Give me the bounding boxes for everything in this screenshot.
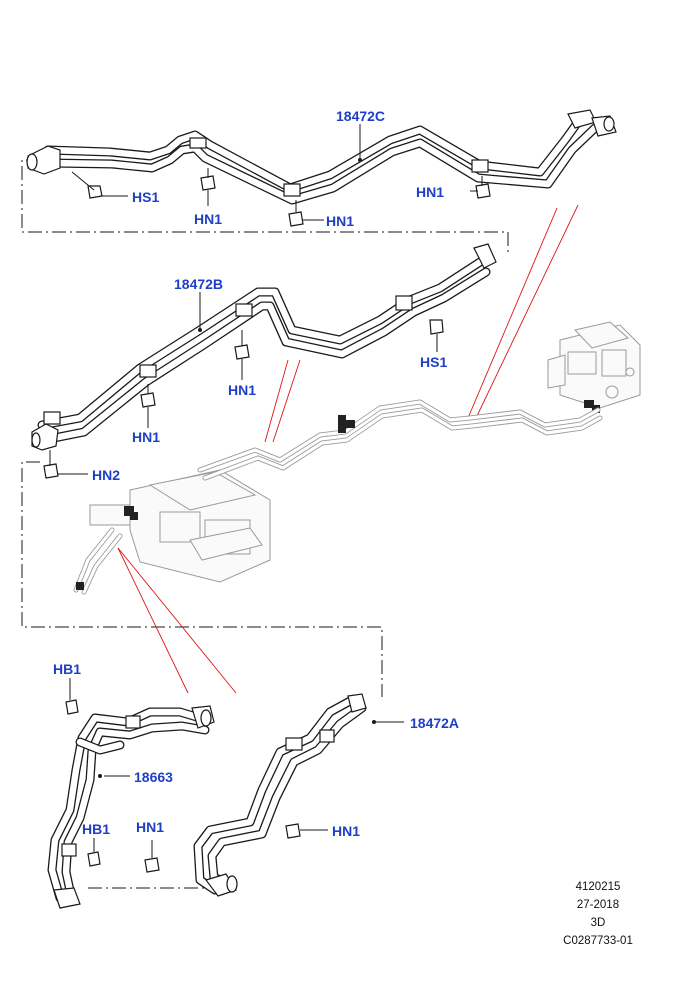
nut-hn1-g[interactable] [144, 857, 160, 873]
callout-hn1-e[interactable]: HN1 [228, 382, 256, 398]
locator-lines [117, 204, 579, 694]
callout-hn1-b[interactable]: HN1 [326, 213, 354, 229]
nut-hn1-b[interactable] [288, 211, 304, 227]
hose-clamp-hs1-mid[interactable] [429, 319, 444, 335]
reference-line-1: 4120215 [576, 881, 621, 893]
vehicle-context-ghost [73, 321, 641, 595]
callout-hn1-f[interactable]: HN1 [132, 429, 160, 445]
callout-18663[interactable]: 18663 [134, 769, 173, 785]
reference-block: 4120215 27-2018 3D C0287733-01 [563, 881, 633, 947]
callout-18472a[interactable]: 18472A [410, 715, 459, 731]
reference-line-4: C0287733-01 [563, 935, 633, 947]
callout-hs1-mid[interactable]: HS1 [420, 354, 447, 370]
heater-hose-18472b[interactable] [31, 243, 497, 451]
callout-hn1-a[interactable]: HN1 [194, 211, 222, 227]
nut-hn2[interactable] [43, 463, 59, 479]
heater-hose-18472a[interactable] [193, 693, 376, 897]
nut-hn1-e[interactable] [234, 344, 250, 360]
callout-hn2[interactable]: HN2 [92, 467, 120, 483]
fasteners [43, 168, 491, 873]
bolt-hb1-top[interactable] [65, 699, 79, 715]
reference-line-3: 3D [591, 917, 606, 929]
bolt-hb1-bot[interactable] [87, 851, 101, 867]
callout-hn1-g[interactable]: HN1 [136, 819, 164, 835]
callout-18472c[interactable]: 18472C [336, 108, 385, 124]
nut-hn1-c[interactable] [475, 183, 491, 199]
nut-hn1-h[interactable] [285, 823, 301, 839]
hose-clamp-hs1-top[interactable] [87, 185, 103, 199]
callout-leaders [58, 124, 478, 858]
reference-line-2: 27-2018 [577, 899, 619, 911]
nut-hn1-a[interactable] [200, 175, 216, 191]
callout-hb1-bot[interactable]: HB1 [82, 821, 110, 837]
front-hvac-unit-ghost [89, 469, 271, 583]
heater-hose-18472c[interactable] [26, 109, 617, 205]
callout-hn1-h[interactable]: HN1 [332, 823, 360, 839]
nut-hn1-f[interactable] [140, 392, 156, 408]
callout-hs1-top[interactable]: HS1 [132, 189, 159, 205]
heater-hose-18663[interactable] [47, 705, 215, 909]
callout-18472b[interactable]: 18472B [174, 276, 223, 292]
rear-hvac-unit-ghost [547, 321, 641, 413]
callout-hb1-top[interactable]: HB1 [53, 661, 81, 677]
callout-labels: 18472C HS1 HN1 HN1 HN1 18472B HS1 HN1 HN… [53, 108, 459, 839]
callout-hn1-c[interactable]: HN1 [416, 184, 444, 200]
